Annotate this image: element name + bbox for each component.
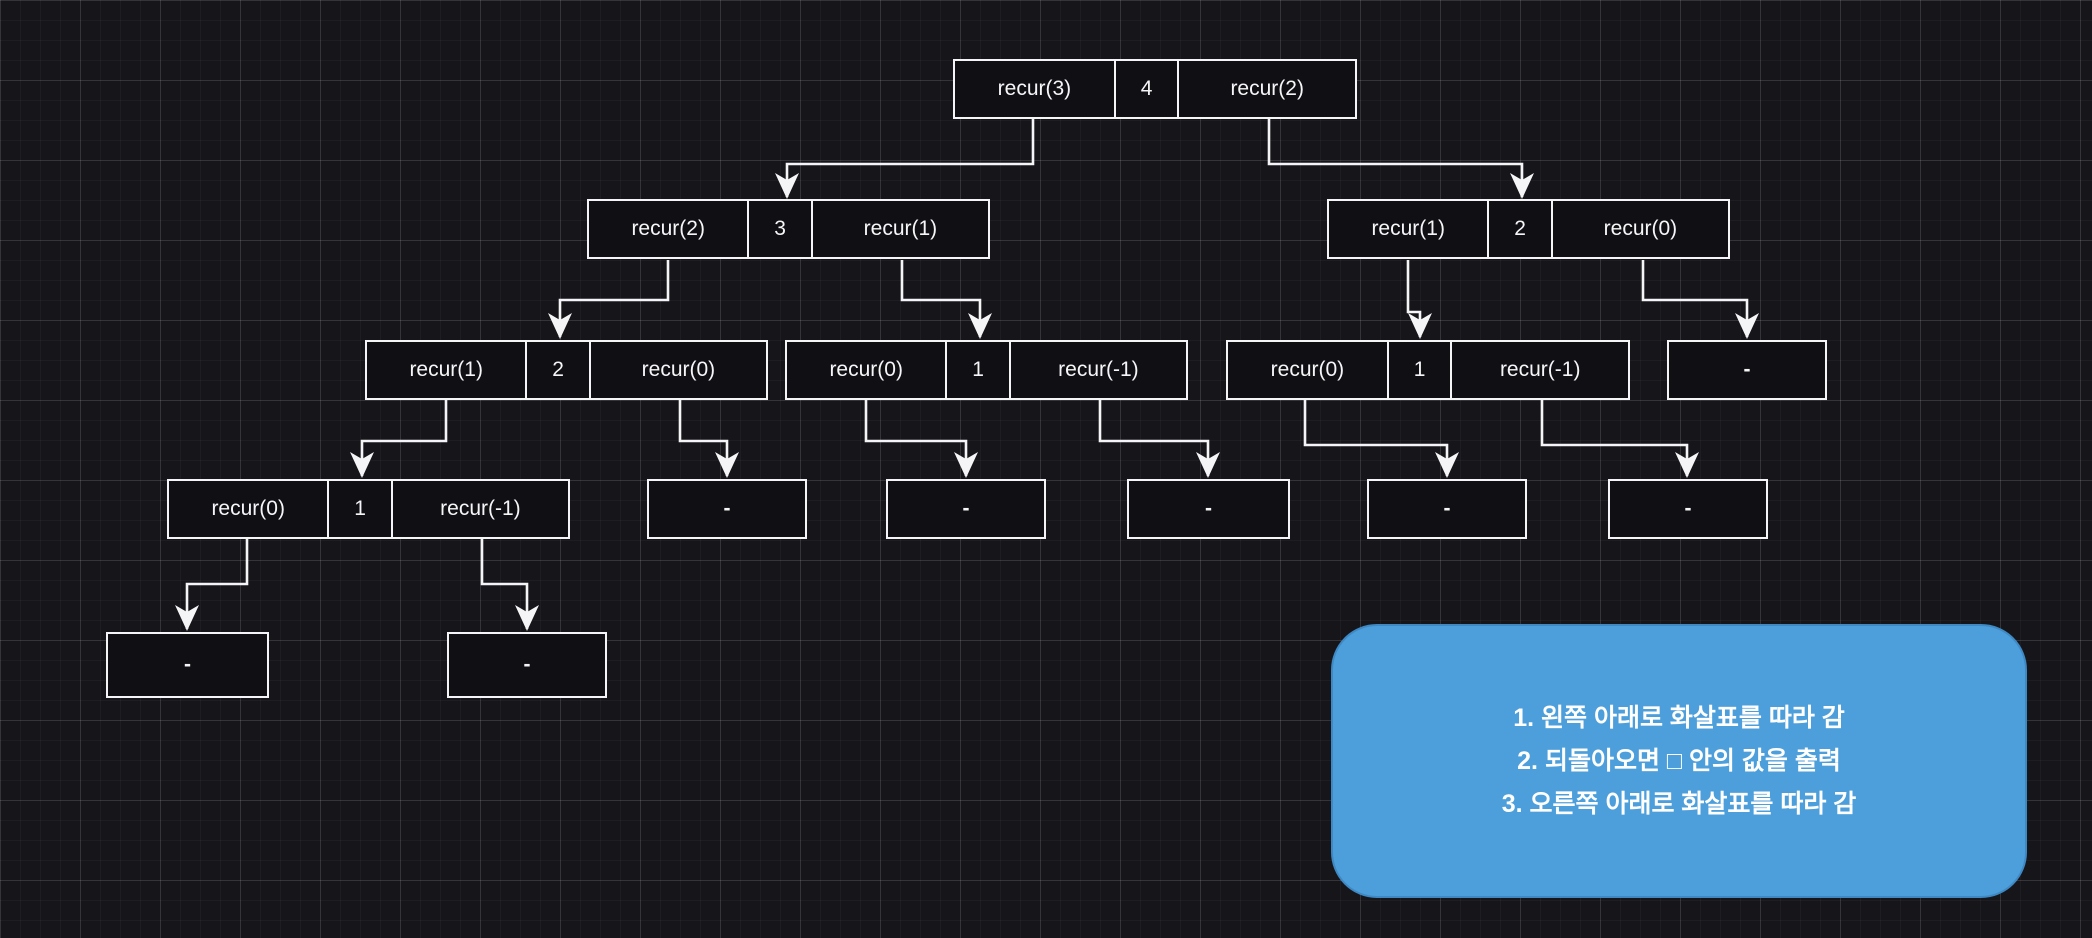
node-value: 3 [747, 201, 813, 257]
node-call-right: recur(-1) [1058, 358, 1139, 381]
node-call-left: recur(0) [829, 358, 903, 381]
arrow-root-to-l2-left[interactable] [775, 119, 1035, 199]
tree-node-l3-2[interactable]: recur(0) 1 recur(-1) [785, 340, 1188, 400]
arrow-l4-1-to-l5-1[interactable] [175, 539, 249, 631]
annotation-note[interactable]: 1. 왼쪽 아래로 화살표를 따라 감 2. 되돌아오면 □ 안의 값을 출력 … [1331, 624, 2027, 898]
note-line-2: 2. 되돌아오면 □ 안의 값을 출력 [1517, 746, 1841, 775]
node-call-right: recur(2) [1230, 77, 1304, 100]
tree-node-l3-1[interactable]: recur(1) 2 recur(0) [365, 340, 768, 400]
tree-leaf-l5-2[interactable]: - [447, 632, 607, 698]
note-line-1: 1. 왼쪽 아래로 화살표를 따라 감 [1513, 703, 1845, 732]
leaf-dash: - [523, 653, 531, 676]
arrow-l3-1-to-l4-1[interactable] [350, 400, 448, 478]
arrow-l2left-to-l3-1[interactable] [548, 260, 670, 339]
leaf-dash: - [1205, 497, 1212, 520]
node-call-right: recur(1) [863, 217, 938, 240]
node-call-left: recur(3) [997, 77, 1072, 100]
node-call-right: recur(-1) [1499, 358, 1581, 381]
node-call-right: recur(0) [1603, 217, 1678, 240]
tree-leaf-l3-4[interactable]: - [1667, 340, 1827, 400]
leaf-dash: - [1443, 497, 1451, 520]
leaf-dash: - [1743, 358, 1751, 381]
tree-leaf-l4-2[interactable]: - [647, 479, 807, 539]
node-value: 4 [1113, 61, 1180, 117]
arrow-l3-3-to-l4-5[interactable] [1303, 400, 1459, 478]
arrow-l4-1-to-l5-2[interactable] [480, 539, 539, 631]
tree-leaf-l4-4[interactable]: - [1127, 479, 1290, 539]
arrow-l2left-to-l3-2[interactable] [900, 260, 992, 339]
leaf-dash: - [184, 653, 191, 676]
tree-leaf-l5-1[interactable]: - [106, 632, 269, 698]
node-call-right: recur(0) [641, 358, 716, 381]
tree-node-l2-right[interactable]: recur(1) 2 recur(0) [1327, 199, 1730, 259]
node-call-left: recur(1) [409, 358, 483, 381]
node-call-left: recur(1) [1371, 217, 1445, 240]
arrow-l3-2-to-l4-4[interactable] [1098, 400, 1220, 478]
node-call-left: recur(0) [211, 497, 285, 520]
tree-node-l3-3[interactable]: recur(0) 1 recur(-1) [1226, 340, 1630, 400]
node-value: 2 [1487, 201, 1553, 257]
arrow-l3-1-to-l4-2[interactable] [678, 400, 739, 478]
node-value: 1 [1386, 342, 1453, 398]
arrow-l3-3-to-l4-6[interactable] [1540, 400, 1699, 478]
tree-node-l4-1[interactable]: recur(0) 1 recur(-1) [167, 479, 570, 539]
arrow-root-to-l2-right[interactable] [1267, 119, 1534, 199]
leaf-dash: - [723, 497, 731, 520]
arrow-l3-2-to-l4-3[interactable] [864, 400, 978, 478]
tree-leaf-l4-3[interactable]: - [886, 479, 1046, 539]
node-value: 1 [327, 481, 393, 537]
node-value: 2 [525, 342, 591, 398]
node-value: 1 [945, 342, 1011, 398]
leaf-dash: - [962, 497, 970, 520]
node-call-right: recur(-1) [440, 497, 521, 520]
leaf-dash: - [1684, 497, 1692, 520]
tree-node-root[interactable]: recur(3) 4 recur(2) [953, 59, 1357, 119]
tree-node-l2-left[interactable]: recur(2) 3 recur(1) [587, 199, 990, 259]
note-line-3: 3. 오른쪽 아래로 화살표를 따라 감 [1501, 789, 1857, 818]
tree-leaf-l4-6[interactable]: - [1608, 479, 1768, 539]
tree-leaf-l4-5[interactable]: - [1367, 479, 1527, 539]
node-call-left: recur(2) [631, 217, 705, 240]
arrow-l2right-to-l3-3[interactable] [1406, 260, 1432, 339]
arrow-l2right-to-l3-4[interactable] [1641, 260, 1759, 339]
node-call-left: recur(0) [1270, 358, 1345, 381]
